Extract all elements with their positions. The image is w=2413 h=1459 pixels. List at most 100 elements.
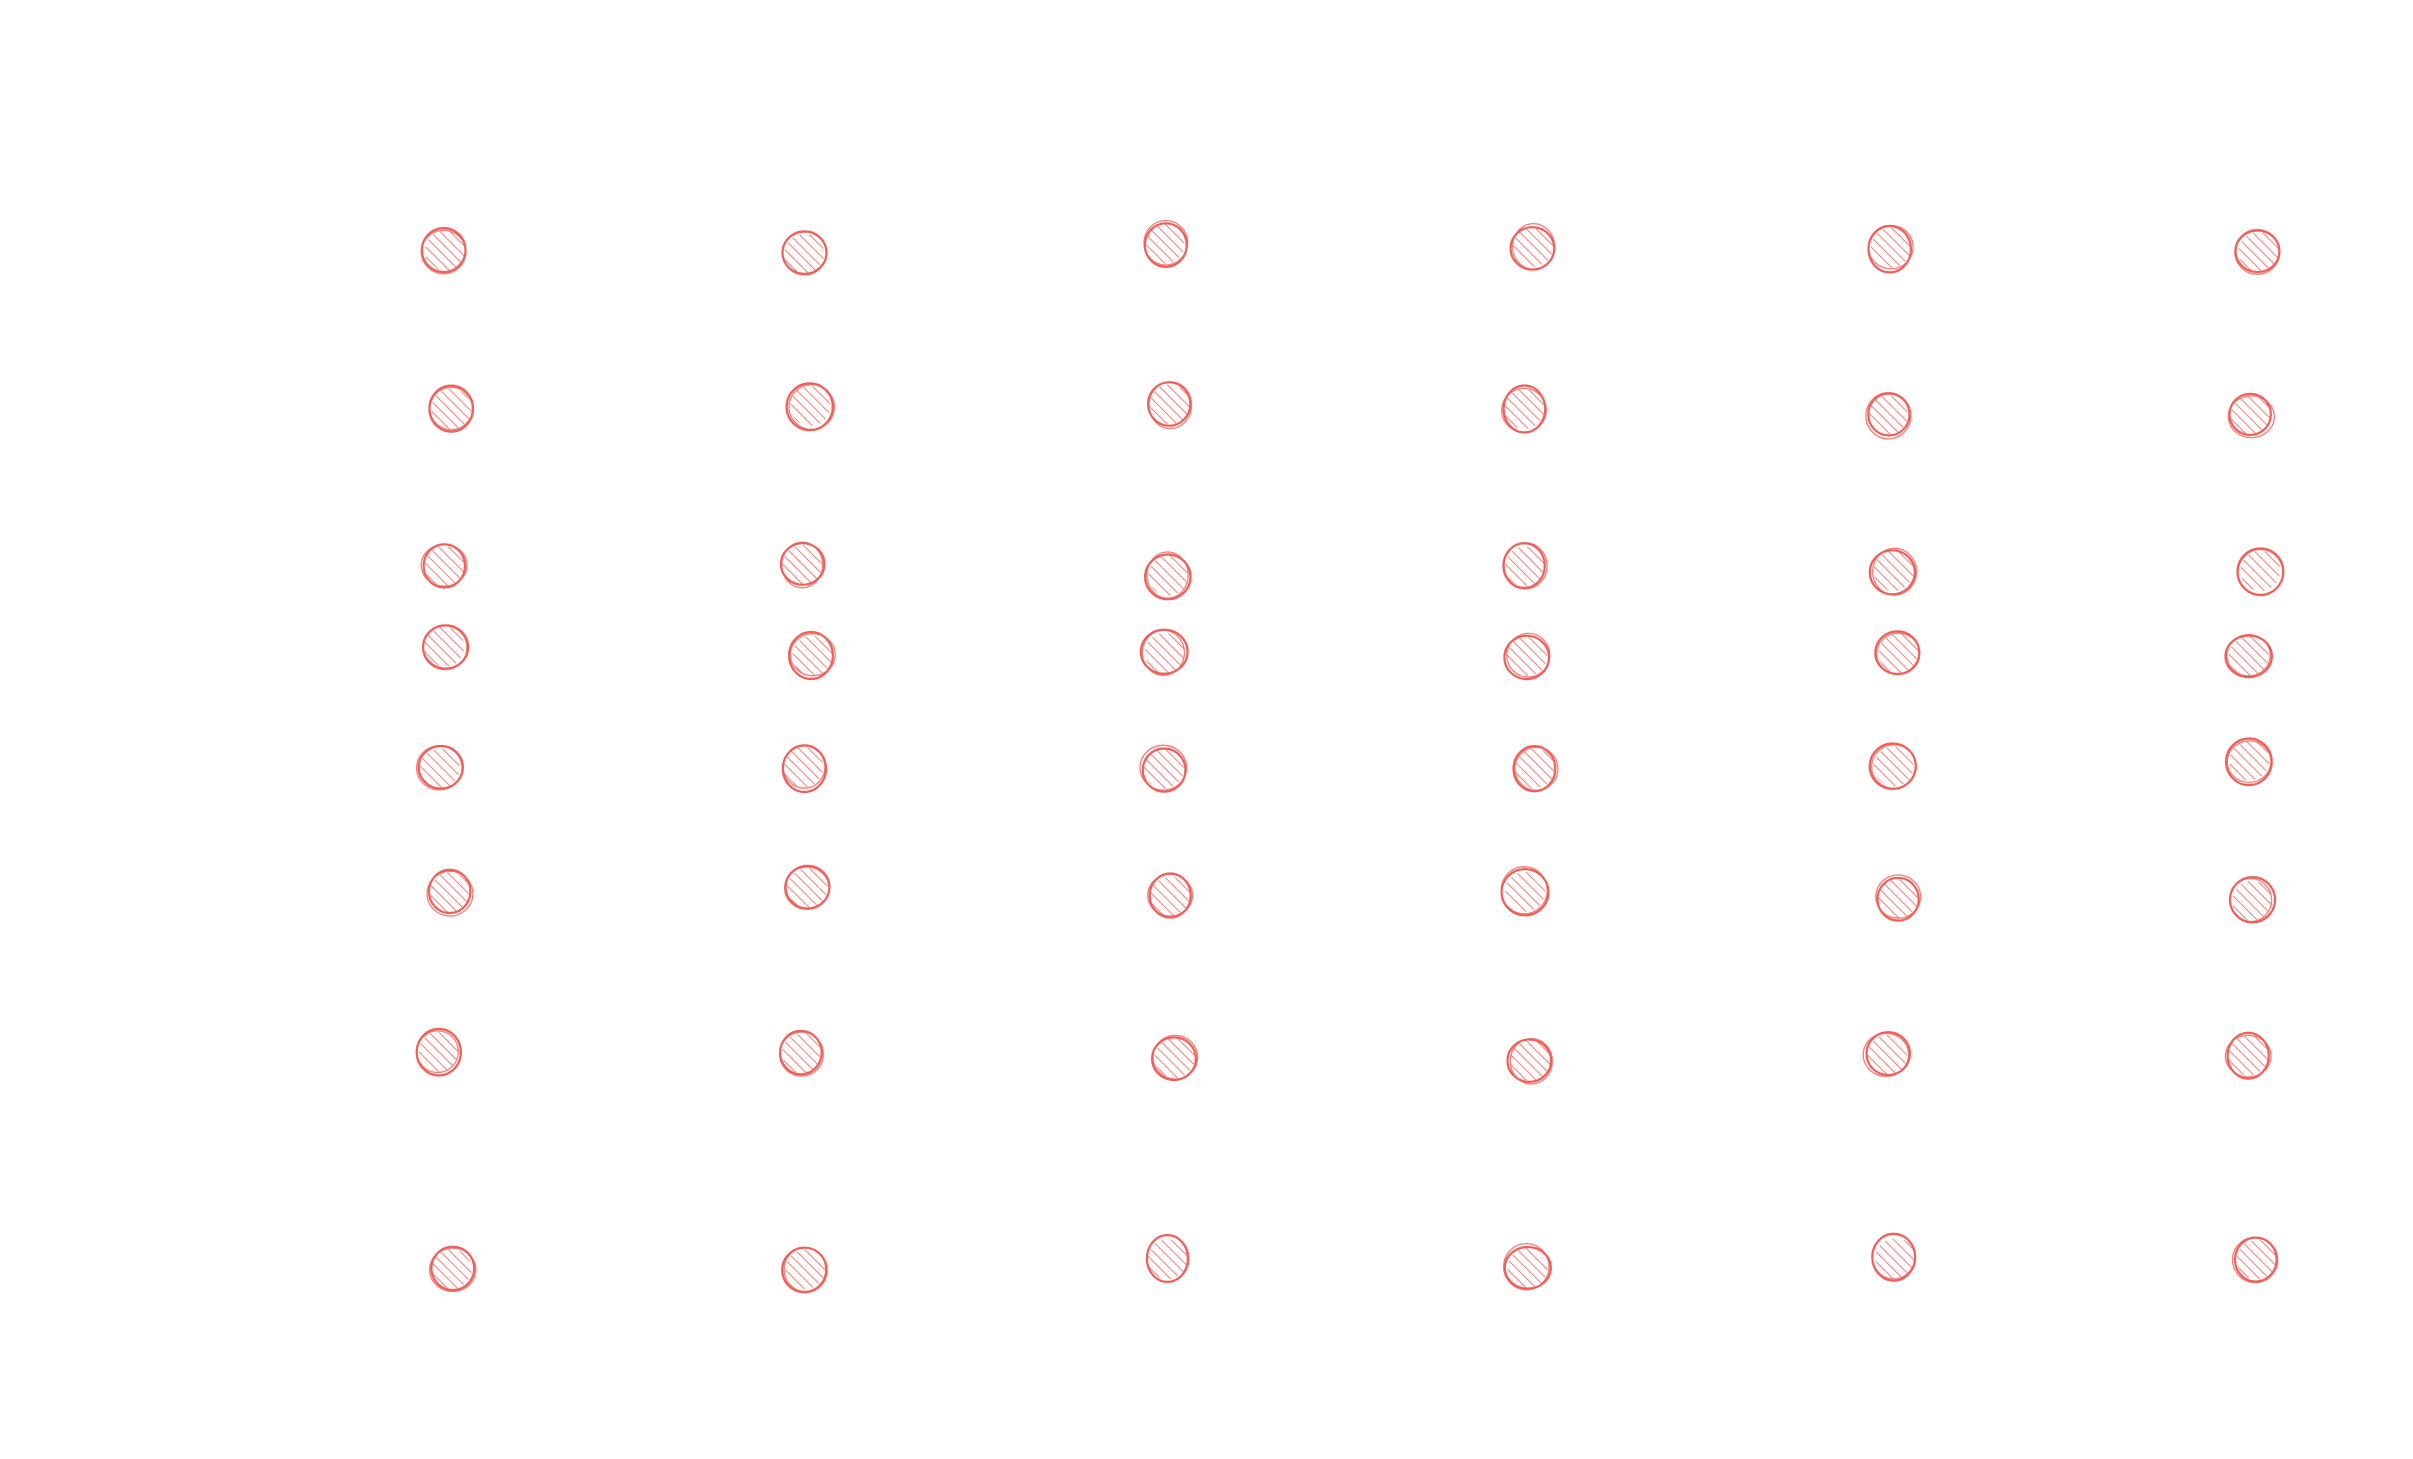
scatter-point-outline [1865,1031,1912,1077]
scatter-point-outline [778,1031,825,1077]
scatter-point [1500,866,1550,917]
scatter-point-outline [783,866,830,910]
scatter-point-outline [429,386,474,431]
scatter-point [2231,1236,2279,1284]
scatter-point [779,541,826,589]
scatter-point-outline [1143,222,1188,269]
scatter-point-outline [1868,549,1916,596]
scatter-point-outline [1500,866,1548,915]
scatter-point-outline [787,630,834,681]
scatter-point-outline [781,230,828,276]
scatter-point-outline [428,1247,477,1293]
scatter-point-fill [418,1032,459,1073]
scatter-point-fill [2236,1239,2277,1280]
scatter-point-outline [426,870,474,917]
scatter-point-fill [1505,546,1546,587]
scatter-point [2227,392,2275,439]
scatter-point [1503,632,1551,681]
scatter-point-fill [784,233,824,274]
scatter-point-fill [1877,878,1918,918]
scatter-point-outline [2226,634,2271,677]
scatter-point-fill [782,545,823,586]
scatter-point [1501,384,1547,434]
scatter-point-outline [1144,553,1192,601]
scatter-point-fill [2231,395,2272,436]
scatter-point [415,744,464,791]
scatter-point-fill [1147,1239,1188,1280]
scatter-point [428,1245,477,1293]
scatter-point [785,382,836,432]
scatter-point-fill [1507,636,1548,677]
scatter-point [2224,1031,2272,1080]
scatter-point-outline [1147,873,1194,917]
scatter-point-outline [1875,874,1922,919]
scatter-point-fill [2232,880,2273,921]
scatter-point [1146,381,1193,430]
scatter-point-outline [1511,222,1556,270]
scatter-point [2224,737,2273,787]
scatter-point [1150,1034,1199,1082]
scatter-point-fill [424,546,465,586]
scatter-point-outline [2237,548,2284,597]
scatter-point-outline [1152,1034,1199,1080]
scatter-point-fill [1507,1248,1548,1289]
scatter-point-outline [2226,1031,2270,1080]
scatter-point [1144,551,1192,601]
scatter-point-fill [787,868,828,909]
scatter-point-outline [416,1030,459,1074]
scatter-point-outline [1506,632,1551,678]
scatter-point [426,868,474,917]
scatter-point-outline [781,541,824,589]
scatter-point [415,1027,462,1077]
scatter-point [428,384,475,433]
scatter-point-fill [1873,746,1914,787]
scatter-point-outline [1871,1233,1916,1280]
scatter-point-outline [779,542,826,586]
scatter-point-outline [420,543,468,587]
scatter-point-outline [789,633,836,677]
scatter-point-fill [431,1249,472,1290]
scatter-point-outline [2234,228,2281,275]
scatter-point-fill [419,748,460,789]
scatter-point-fill [1510,1040,1551,1081]
scatter-point-outline [783,1247,827,1292]
scatter-point-outline [1148,872,1192,919]
scatter-point-outline [427,868,472,915]
scatter-point-fill [1144,223,1185,264]
scatter-point-outline [1867,392,1911,437]
scatter-point-fill [424,626,465,667]
scatter-point [781,230,828,276]
scatter-point-fill [431,388,472,429]
scatter-point [1868,547,1918,596]
scatter-point [420,227,467,275]
scatter-point-fill [1878,633,1919,674]
scatter-point-fill [1870,227,1911,268]
scatter-point [1512,745,1559,793]
scatter-point-outline [430,1245,476,1292]
scatter-point [1139,628,1189,676]
scatter-point-outline [2231,1236,2279,1284]
scatter-point [2234,228,2281,275]
scatter-point [783,864,831,910]
scatter-point-outline [2224,737,2273,787]
scatter-point-fill [1144,633,1185,674]
scatter-point [1874,630,1921,676]
scatter-point [1865,392,1912,440]
scatter-point-outline [1506,1038,1553,1084]
scatter-point [1867,224,1914,274]
scatter-point-fill [424,230,465,271]
scatter-point [2236,547,2285,597]
scatter-point-outline [1876,632,1921,676]
scatter-point-outline [2224,1034,2272,1078]
scatter-point-fill [1505,871,1546,912]
scatter-point-outline [2224,634,2274,679]
scatter-point-outline [785,382,834,432]
scatter-point-outline [2226,740,2272,784]
scatter-point-fill [1504,389,1545,430]
scatter-point-fill [2228,636,2269,677]
scatter-point-outline [1145,1234,1190,1283]
scatter-point-outline [1865,392,1912,440]
scatter-point [2224,634,2274,679]
scatter-point [787,630,836,681]
